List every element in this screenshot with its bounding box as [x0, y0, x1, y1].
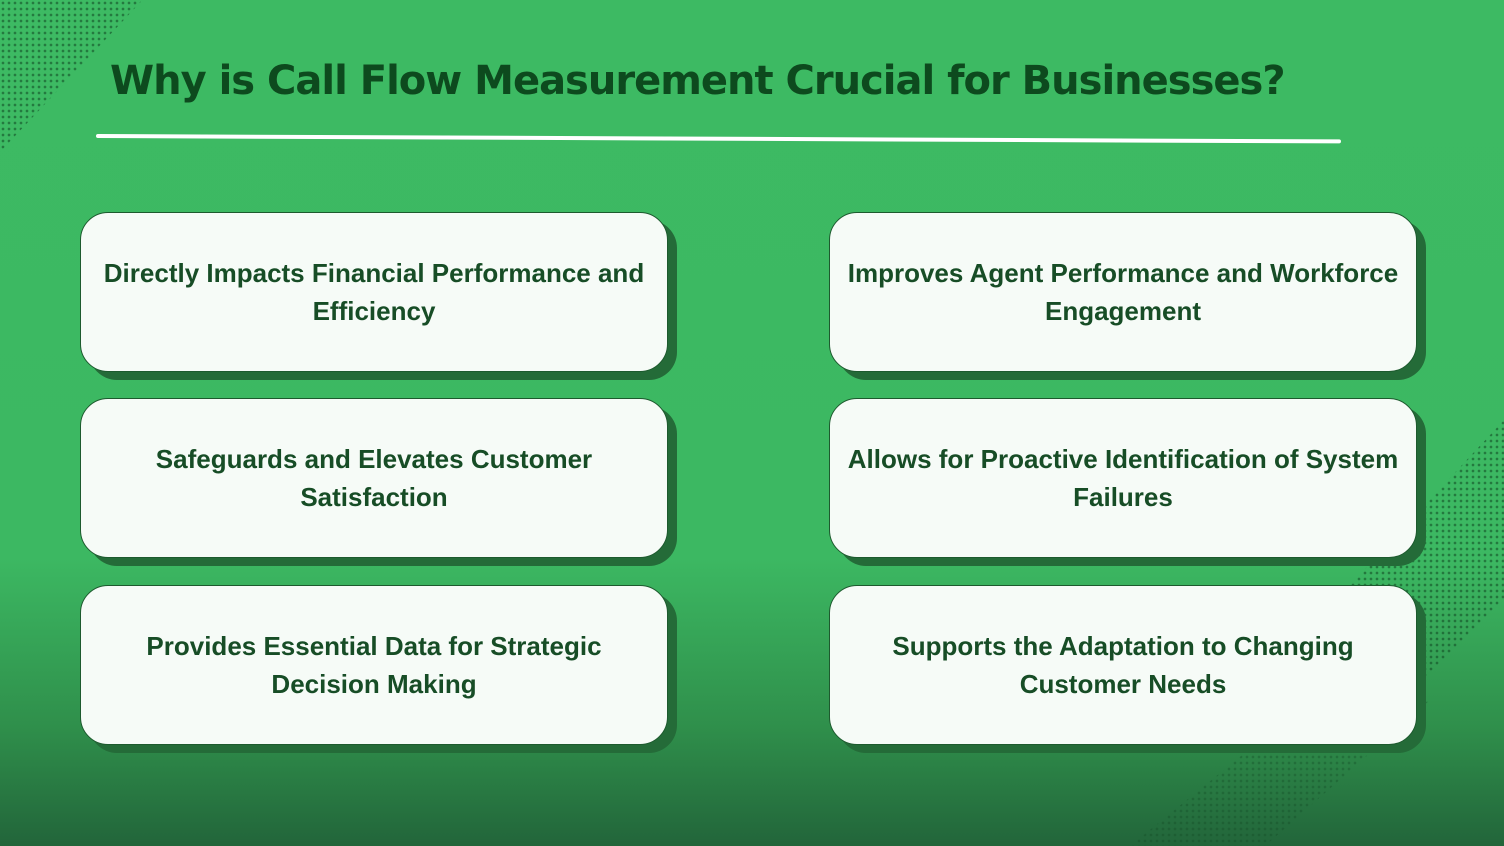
page-title: Why is Call Flow Measurement Crucial for…: [110, 58, 1286, 104]
card-customer-needs: Supports the Adaptation to Changing Cust…: [829, 585, 1417, 745]
card-agent-performance: Improves Agent Performance and Workforce…: [829, 212, 1417, 372]
card-label: Directly Impacts Financial Performance a…: [103, 258, 645, 326]
card-strategic-decisions: Provides Essential Data for Strategic De…: [80, 585, 668, 745]
card-label: Supports the Adaptation to Changing Cust…: [892, 631, 1354, 699]
card-label: Safeguards and Elevates Customer Satisfa…: [155, 444, 593, 512]
card-financial-performance: Directly Impacts Financial Performance a…: [80, 212, 668, 372]
card-label: Provides Essential Data for Strategic De…: [146, 631, 602, 699]
card-customer-satisfaction: Safeguards and Elevates Customer Satisfa…: [80, 398, 668, 558]
card-label: Improves Agent Performance and Workforce…: [847, 258, 1399, 326]
card-label: Allows for Proactive Identification of S…: [847, 444, 1399, 512]
card-system-failures: Allows for Proactive Identification of S…: [829, 398, 1417, 558]
